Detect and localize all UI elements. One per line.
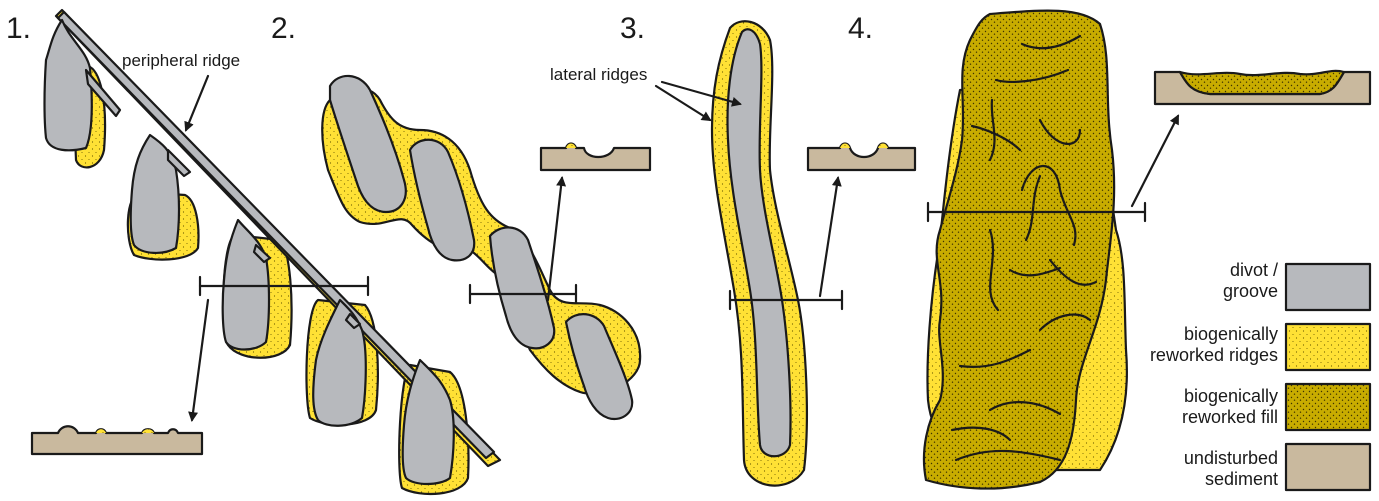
cross-section-4 — [1155, 71, 1370, 104]
panel-3-groove — [712, 21, 807, 485]
legend-item-groove: divot / groove — [1223, 260, 1370, 310]
panel-4-fill — [924, 11, 1127, 489]
legend: divot / groove biogenically reworked rid… — [1150, 260, 1370, 490]
cross-section-3 — [808, 144, 915, 171]
legend-groove-line2: groove — [1223, 281, 1278, 301]
panel-1-divots — [45, 10, 501, 494]
cross-section-2 — [541, 144, 650, 171]
legend-item-sediment: undisturbed sediment — [1184, 444, 1370, 490]
legend-ridges-line2: reworked ridges — [1150, 345, 1278, 365]
legend-fill-line1: biogenically — [1184, 386, 1278, 406]
legend-item-fill: biogenically reworked fill — [1182, 384, 1370, 430]
legend-swatch-yellow — [1286, 324, 1370, 370]
legend-swatch-tan — [1286, 444, 1370, 490]
legend-sediment-line1: undisturbed — [1184, 448, 1278, 468]
panel-number-1: 1. — [6, 12, 31, 45]
legend-sediment-line2: sediment — [1205, 469, 1278, 489]
legend-fill-line2: reworked fill — [1182, 407, 1278, 427]
peripheral-ridge-arrow — [186, 76, 208, 130]
legend-swatch-olive — [1286, 384, 1370, 430]
cross-section-1 — [32, 426, 202, 454]
legend-ridges-line1: biogenically — [1184, 324, 1278, 344]
peripheral-ridge-label: peripheral ridge — [122, 51, 240, 70]
legend-item-ridges: biogenically reworked ridges — [1150, 324, 1370, 370]
lateral-ridges-arrow-left — [656, 86, 710, 120]
panel-number-4: 4. — [848, 12, 873, 45]
panel-number-2: 2. — [271, 12, 296, 45]
panel-number-3: 3. — [620, 12, 645, 45]
lateral-ridges-label: lateral ridges — [550, 65, 647, 84]
legend-groove-line1: divot / — [1230, 260, 1278, 280]
legend-swatch-grey — [1286, 264, 1370, 310]
